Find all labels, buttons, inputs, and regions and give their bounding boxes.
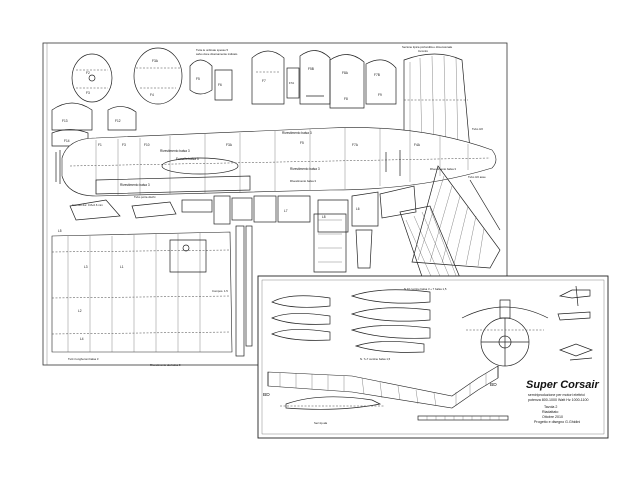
svg-text:F4A: F4A bbox=[414, 143, 421, 147]
svg-text:F13: F13 bbox=[62, 119, 68, 123]
svg-text:F7: F7 bbox=[262, 79, 266, 83]
label-skin-rear: Rivestimento balsa 3 bbox=[290, 167, 320, 171]
gull-wing: BD BD bbox=[263, 365, 499, 409]
plan-subtitle-1: semiriproduzione per motori elettrici bbox=[528, 393, 585, 397]
svg-text:F8A: F8A bbox=[342, 71, 349, 75]
svg-text:L7: L7 bbox=[284, 209, 288, 213]
label-motor-note: Carrello dur. 0.8+0.6 mm bbox=[72, 203, 104, 207]
former-label-f3: F3 bbox=[86, 91, 90, 95]
svg-text:F6: F6 bbox=[218, 83, 222, 87]
inset-ribs: N.10 centine balsa 3 + 7 balsa 1,5 N. 7+… bbox=[271, 287, 447, 361]
svg-text:L6: L6 bbox=[356, 207, 360, 211]
label-l4: L4 bbox=[80, 337, 84, 341]
label-l3: L3 bbox=[84, 265, 88, 269]
label-skin-mid: Rivestimento balsa 3 bbox=[160, 149, 190, 153]
label-spars: Tutti i longheroni balsa 3 bbox=[68, 357, 99, 361]
svg-text:F3: F3 bbox=[122, 143, 126, 147]
marker-right: BD bbox=[490, 382, 497, 388]
vertical-fin: Tubo 3/2 bbox=[403, 53, 483, 151]
label-l2: L2 bbox=[78, 309, 82, 313]
marker-left: BD bbox=[263, 392, 270, 398]
svg-text:F7A: F7A bbox=[289, 81, 294, 85]
svg-text:F14: F14 bbox=[64, 139, 70, 143]
svg-text:F7B: F7B bbox=[374, 73, 380, 77]
svg-text:F7A: F7A bbox=[352, 143, 359, 147]
svg-text:F1: F1 bbox=[98, 143, 102, 147]
small-plan-views bbox=[557, 285, 593, 361]
fuselage-side-view: Rivestimento balsa 3 Rivestimento balsa … bbox=[55, 127, 497, 207]
label-fin-note: Tubo 3/2 asse bbox=[468, 175, 486, 179]
label-lower-skin: Rivestimento ala balsa 3 bbox=[150, 363, 181, 367]
svg-text:F5B: F5B bbox=[308, 67, 314, 71]
label-root-rib: L5 bbox=[58, 229, 62, 233]
plan-designer: Progetto e disegno G.Ghidini bbox=[534, 420, 580, 424]
former-group-top: F2 F3 F3A F4 F5 F6 F7 F7A F5B F8A F8 F7B… bbox=[51, 45, 453, 147]
strips bbox=[235, 213, 373, 357]
label-tail-a: Rivestimento balsa 3 bbox=[290, 179, 316, 183]
plan-subtitle-2: potenza 800-1000 Watt Hz 1000-1100 bbox=[528, 398, 589, 402]
airfoil-section: Sez.tip.ala bbox=[280, 396, 384, 425]
wing-panel: L5 L3 L2 L4 L1 Tutti i longheroni balsa … bbox=[51, 229, 233, 367]
svg-text:F8: F8 bbox=[344, 97, 348, 101]
scale-bar bbox=[417, 415, 509, 421]
label-ribs-10: N.10 centine balsa 3 + 7 balsa 1,5 bbox=[404, 287, 447, 291]
former-note-1: Tutte le ordinate spesse 5 bbox=[196, 48, 229, 52]
plan-title: Super Corsair bbox=[526, 379, 599, 391]
inset-sheet: N.10 centine balsa 3 + 7 balsa 1,5 N. 7+… bbox=[257, 275, 609, 439]
label-flap: Compos. 1.5 bbox=[212, 289, 228, 293]
label-tail-b: Rivestimento balsa 3 bbox=[430, 167, 456, 171]
title-block: Super Corsair semiriproduzione per motor… bbox=[526, 379, 599, 424]
svg-text:Tubo 3/2: Tubo 3/2 bbox=[472, 127, 483, 131]
svg-text:F12: F12 bbox=[115, 119, 121, 123]
label-airfoil: Sez.tip.ala bbox=[314, 421, 328, 425]
label-l1: L1 bbox=[120, 265, 124, 269]
former-label-f2: F2 bbox=[86, 71, 90, 75]
former-label-f4: F4 bbox=[150, 93, 154, 97]
plan-date: Ottobre 2010 bbox=[542, 415, 563, 419]
label-skin-top: Rivestimento balsa 3 bbox=[282, 131, 312, 135]
svg-text:F10: F10 bbox=[144, 143, 150, 147]
drawn-note: Riadattato bbox=[542, 410, 558, 414]
svg-text:L8: L8 bbox=[322, 215, 326, 219]
former-label-f3a: F3A bbox=[152, 59, 159, 63]
svg-text:F3A: F3A bbox=[226, 143, 233, 147]
front-view bbox=[461, 299, 549, 367]
stabilizer bbox=[411, 165, 501, 269]
label-skin-lower: Rivestimento balsa 3 bbox=[120, 183, 150, 187]
former-note-2: salvo dove diversamente indicato bbox=[196, 52, 238, 56]
sheet-number: Tavola 2 bbox=[544, 405, 557, 409]
svg-text:F9: F9 bbox=[378, 93, 382, 97]
label-ribs-7: N. 7+7 centine balsa 1,5 bbox=[360, 357, 391, 361]
label-reinforce: Tubo porta dischi bbox=[134, 195, 156, 199]
svg-text:F5: F5 bbox=[300, 141, 304, 145]
middle-parts: L7 L8 L6 bbox=[69, 185, 417, 233]
label-frame: Fornello balsa 3 bbox=[176, 157, 199, 161]
scale-note-2: Incontro bbox=[418, 49, 429, 53]
former-label-f5: F5 bbox=[196, 77, 200, 81]
scale-note-1: Sezione tipica profondità e dimensionale bbox=[402, 45, 453, 49]
